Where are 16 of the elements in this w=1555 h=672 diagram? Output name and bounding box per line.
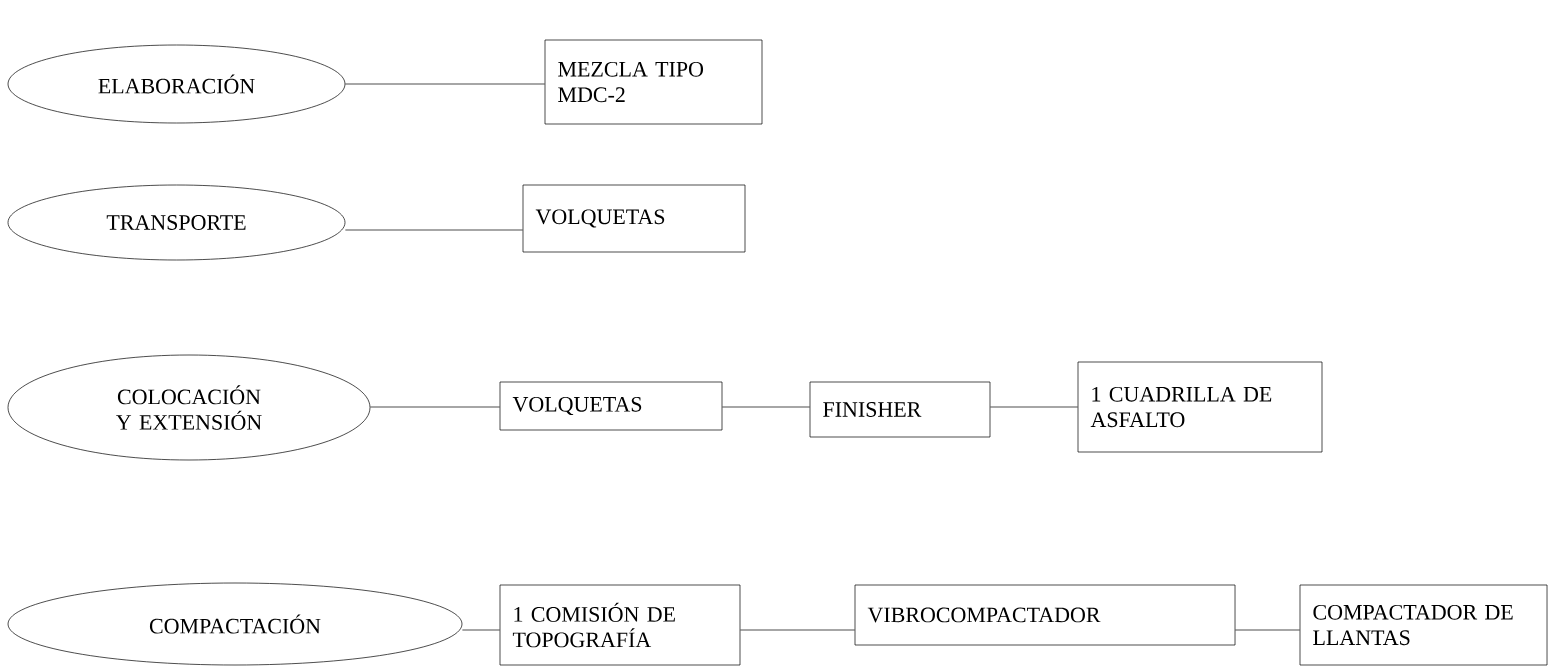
connector-line	[370, 406, 500, 408]
process-box: VOLQUETAS	[522, 184, 746, 253]
process-box: VOLQUETAS	[499, 381, 723, 431]
connector-line	[990, 406, 1078, 408]
process-box: 1 COMISIÓN DE TOPOGRAFÍA	[499, 584, 741, 666]
connector-line	[345, 83, 545, 85]
process-box: VIBROCOMPACTADOR	[854, 584, 1236, 646]
connector-line	[722, 406, 810, 408]
process-box: FINISHER	[809, 381, 991, 438]
connector-line	[462, 629, 500, 631]
connector-line	[740, 629, 855, 631]
process-box: COMPACTADOR DE LLANTAS	[1299, 584, 1548, 666]
connector-line	[1235, 629, 1300, 631]
process-box: 1 CUADRILLA DE ASFALTO	[1077, 361, 1323, 453]
process-box: MEZCLA TIPO MDC-2	[544, 39, 763, 125]
connector-line	[345, 229, 523, 231]
